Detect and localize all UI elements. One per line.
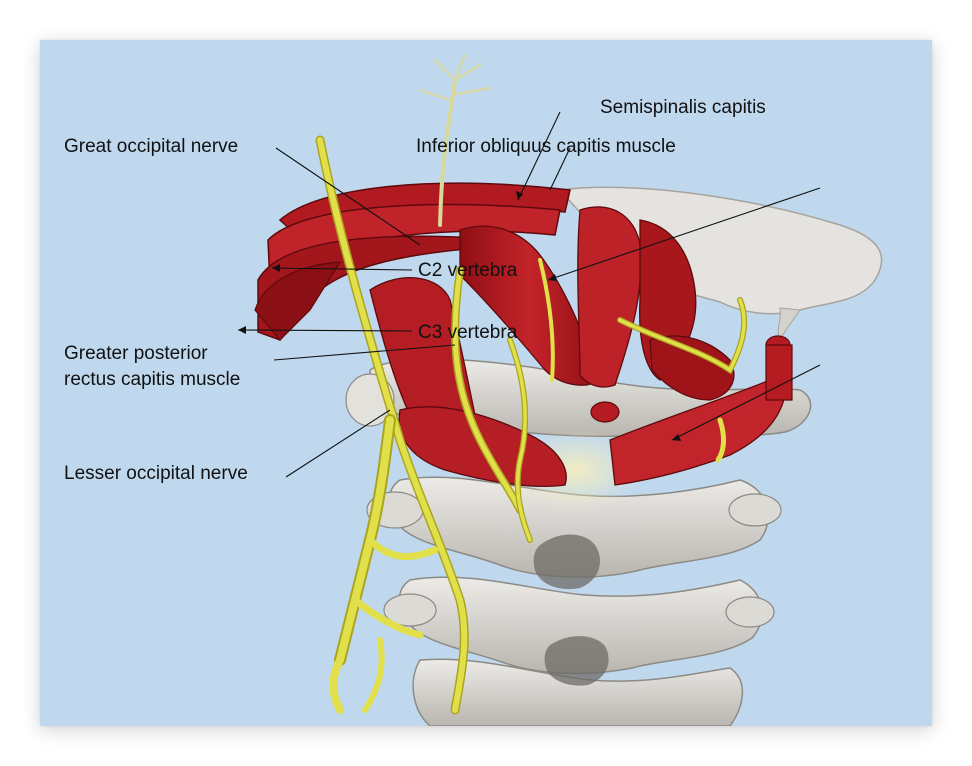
label-c3-vertebra: C3 vertebra	[418, 322, 518, 343]
label-lesser-occipital-nerve: Lesser occipital nerve	[64, 463, 248, 484]
nerve-shapes	[315, 53, 748, 715]
label-greater-posterior-line2: rectus capitis muscle	[64, 369, 241, 390]
label-c2-vertebra: C2 vertebra	[418, 260, 518, 281]
leader-lines	[237, 111, 821, 478]
leader-arrowheads	[238, 191, 681, 441]
cervical-anatomy-illustration	[237, 53, 883, 726]
label-greater-posterior-line1: Greater posterior	[64, 343, 208, 364]
label-inferior-obliquus-capitis-muscle: Inferior obliquus capitis muscle	[416, 136, 676, 157]
occipital-bone-shape	[558, 186, 883, 342]
label-great-occipital-nerve: Great occipital nerve	[64, 136, 239, 157]
diagram-card: Semispinalis capitis Great occipital ner…	[40, 40, 932, 726]
label-semispinalis-capitis: Semispinalis capitis	[600, 97, 766, 118]
label-greater-posterior-rectus-capitis-muscle: Greater posterior rectus capitis muscle	[64, 341, 240, 393]
